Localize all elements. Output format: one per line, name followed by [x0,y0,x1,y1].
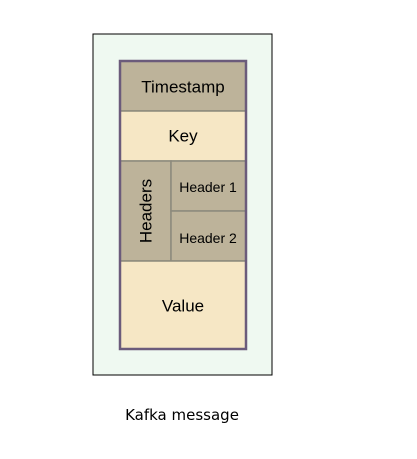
headers-label: Headers [137,179,156,243]
value-label: Value [162,297,204,316]
header-1-label: Header 1 [179,179,237,195]
timestamp-label: Timestamp [141,78,224,97]
key-field [119,110,247,162]
header-2-label: Header 2 [179,230,237,246]
header-2-field [170,210,247,262]
diagram-caption: Kafka message [125,406,239,424]
message-fields-border [118,59,248,351]
timestamp-field [119,60,247,112]
key-label: Key [168,127,198,146]
